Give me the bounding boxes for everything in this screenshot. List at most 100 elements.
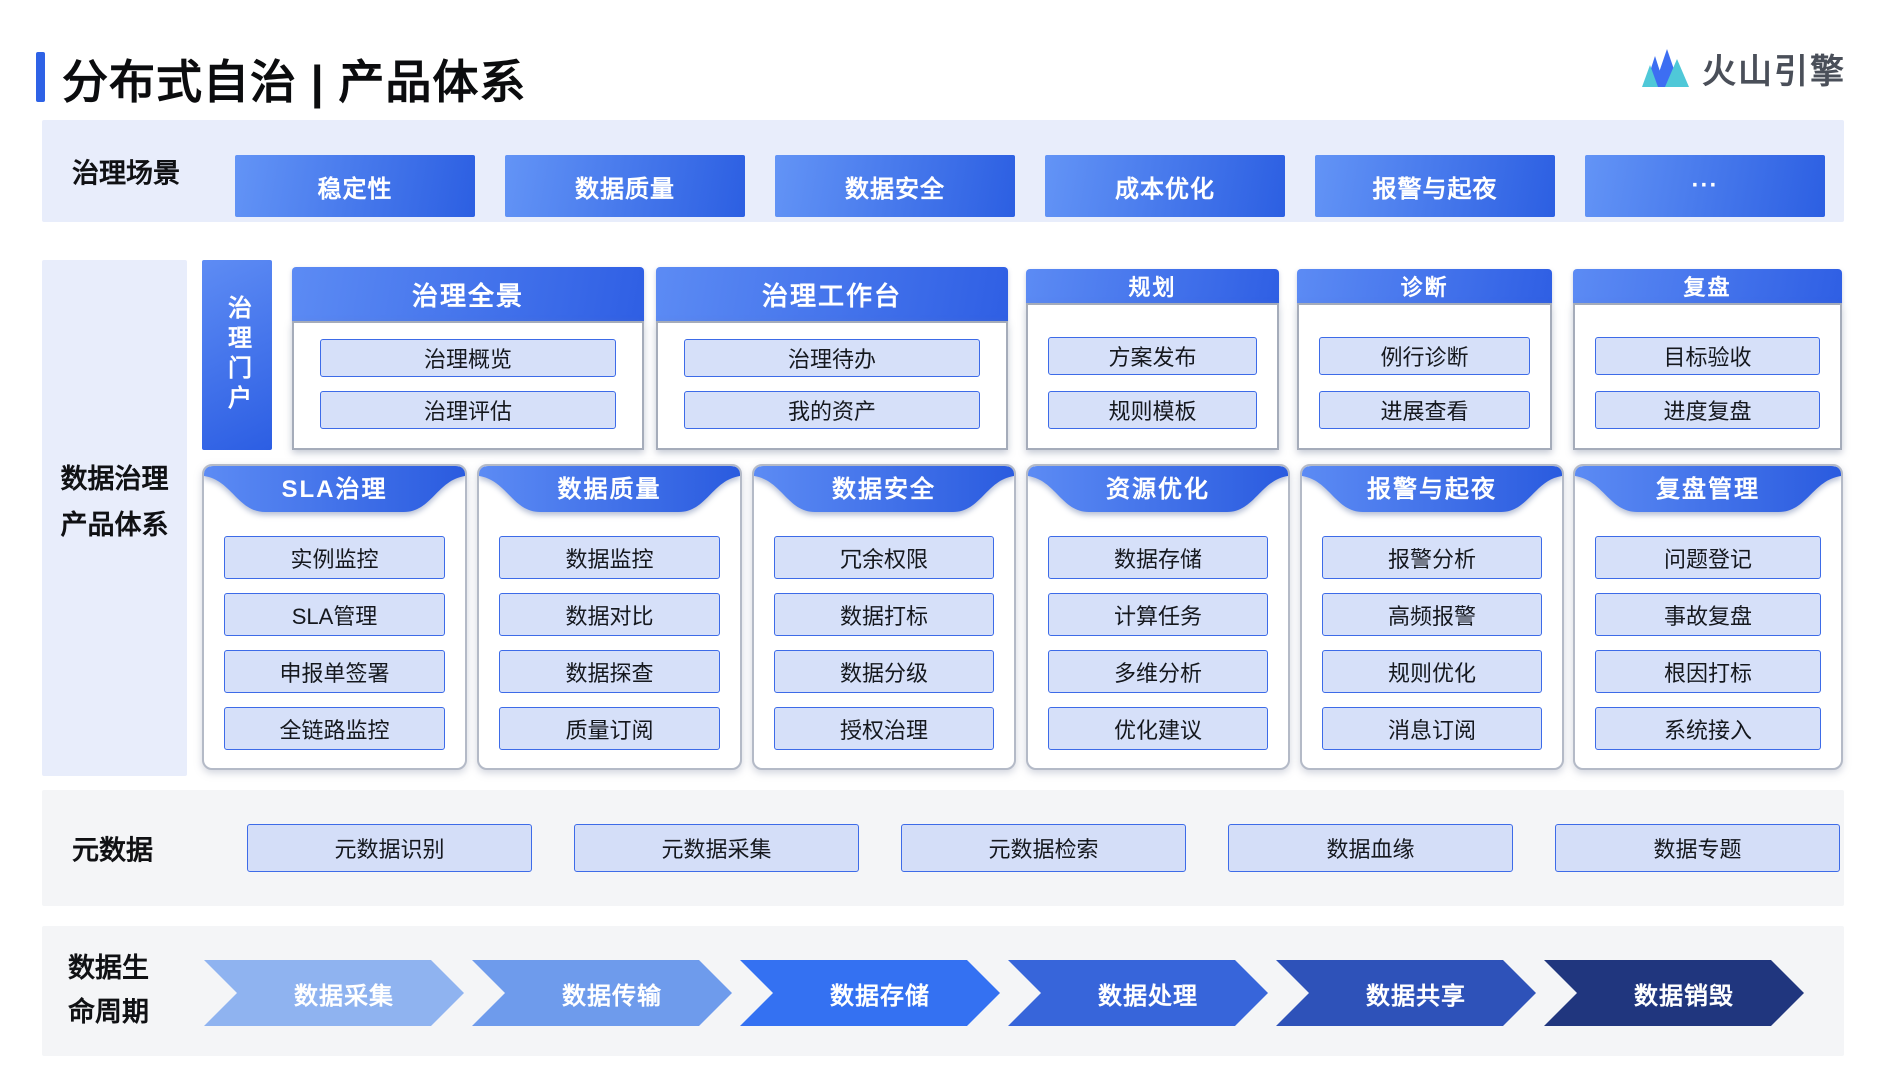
card-item[interactable]: 根因打标 [1595, 650, 1821, 693]
metadata-item[interactable]: 元数据检索 [901, 824, 1186, 872]
card-title: 资源优化 [1106, 475, 1210, 503]
card-item[interactable]: 数据探查 [499, 650, 720, 693]
card-sla-governance: SLA治理 实例监控 SLA管理 申报单签署 全链路监控 [202, 464, 467, 770]
card-item[interactable]: 数据存储 [1048, 536, 1268, 579]
panel-item[interactable]: 规则模板 [1048, 391, 1257, 429]
scenario-button-data-quality[interactable]: 数据质量 [505, 155, 745, 217]
panel-title: 复盘 [1573, 269, 1842, 303]
panel-item[interactable]: 进度复盘 [1595, 391, 1820, 429]
ribbon-shape [754, 466, 1014, 512]
lifecycle-section-label: 数据生 命周期 [68, 953, 149, 1027]
panel-diagnosis: 诊断 例行诊断 进展查看 [1297, 269, 1552, 450]
card-item[interactable]: 质量订阅 [499, 707, 720, 750]
panel-title: 治理工作台 [656, 267, 1008, 321]
panel-body: 例行诊断 进展查看 [1297, 303, 1552, 450]
card-item[interactable]: 冗余权限 [774, 536, 994, 579]
card-item[interactable]: 申报单签署 [224, 650, 445, 693]
panel-item[interactable]: 我的资产 [684, 391, 980, 429]
metadata-item[interactable]: 数据专题 [1555, 824, 1840, 872]
card-item[interactable]: 系统接入 [1595, 707, 1821, 750]
panel-item[interactable]: 治理概览 [320, 339, 616, 377]
panel-item[interactable]: 治理评估 [320, 391, 616, 429]
lifecycle-stage-transfer: 数据传输 [472, 960, 732, 1026]
card-item[interactable]: 报警分析 [1322, 536, 1542, 579]
panel-item[interactable]: 进展查看 [1319, 391, 1530, 429]
card-title: 报警与起夜 [1367, 475, 1497, 503]
lifecycle-stage-storage: 数据存储 [740, 960, 1000, 1026]
card-body: 报警分析 高频报警 规则优化 消息订阅 [1302, 512, 1562, 750]
panel-body: 治理概览 治理评估 [292, 321, 644, 450]
card-item[interactable]: 事故复盘 [1595, 593, 1821, 636]
scenario-button-stability[interactable]: 稳定性 [235, 155, 475, 217]
card-item[interactable]: 授权治理 [774, 707, 994, 750]
panel-governance-workbench: 治理工作台 治理待办 我的资产 [656, 267, 1008, 450]
lifecycle-stage-collection: 数据采集 [204, 960, 464, 1026]
card-title: 复盘管理 [1656, 475, 1760, 503]
card-item[interactable]: 数据分级 [774, 650, 994, 693]
metadata-section: 元数据 元数据识别 元数据采集 元数据检索 数据血缘 数据专题 [42, 790, 1844, 906]
card-item[interactable]: 多维分析 [1048, 650, 1268, 693]
panel-item[interactable]: 方案发布 [1048, 337, 1257, 375]
panel-item[interactable]: 治理待办 [684, 339, 980, 377]
card-item[interactable]: 计算任务 [1048, 593, 1268, 636]
ribbon-shape [479, 466, 740, 512]
governance-sidebar-label: 数据治理 产品体系 [60, 464, 169, 540]
panel-item[interactable]: 目标验收 [1595, 337, 1820, 375]
scenario-button-more[interactable]: ··· [1585, 155, 1825, 217]
card-body: 问题登记 事故复盘 根因打标 系统接入 [1575, 512, 1841, 750]
card-review-management: 复盘管理 问题登记 事故复盘 根因打标 系统接入 [1573, 464, 1843, 770]
lifecycle-stage-processing: 数据处理 [1008, 960, 1268, 1026]
card-item[interactable]: SLA管理 [224, 593, 445, 636]
panel-title: 规划 [1026, 269, 1279, 303]
ribbon-shape [1575, 466, 1841, 512]
card-alerts-oncall: 报警与起夜 报警分析 高频报警 规则优化 消息订阅 [1300, 464, 1564, 770]
card-ribbon: 报警与起夜 [1302, 466, 1562, 512]
card-ribbon: 资源优化 [1028, 466, 1288, 512]
card-data-quality: 数据质量 数据监控 数据对比 数据探查 质量订阅 [477, 464, 742, 770]
governance-sidebar-block: 数据治理 产品体系 [42, 260, 187, 776]
card-item[interactable]: 数据监控 [499, 536, 720, 579]
card-item[interactable]: 高频报警 [1322, 593, 1542, 636]
card-item[interactable]: 问题登记 [1595, 536, 1821, 579]
card-ribbon: 复盘管理 [1575, 466, 1841, 512]
scenario-button-row: 稳定性 数据质量 数据安全 成本优化 报警与起夜 ··· [235, 155, 1825, 217]
logo-text: 火山引擎 [1702, 53, 1846, 91]
card-data-security: 数据安全 冗余权限 数据打标 数据分级 授权治理 [752, 464, 1016, 770]
card-item[interactable]: 全链路监控 [224, 707, 445, 750]
card-body: 实例监控 SLA管理 申报单签署 全链路监控 [204, 512, 465, 750]
card-title: 数据安全 [832, 475, 936, 503]
card-item[interactable]: 消息订阅 [1322, 707, 1542, 750]
card-item[interactable]: 规则优化 [1322, 650, 1542, 693]
panel-body: 方案发布 规则模板 [1026, 303, 1279, 450]
panel-review: 复盘 目标验收 进度复盘 [1573, 269, 1842, 450]
panel-planning: 规划 方案发布 规则模板 [1026, 269, 1279, 450]
scenarios-section-label: 治理场景 [72, 158, 180, 189]
card-item[interactable]: 数据对比 [499, 593, 720, 636]
header: 分布式自治 | 产品体系 火山引擎 [0, 0, 1886, 115]
page-title: 分布式自治 | 产品体系 [62, 56, 527, 108]
metadata-item[interactable]: 元数据采集 [574, 824, 859, 872]
scenario-button-alerts-oncall[interactable]: 报警与起夜 [1315, 155, 1555, 217]
card-ribbon: 数据安全 [754, 466, 1014, 512]
panel-item[interactable]: 例行诊断 [1319, 337, 1530, 375]
ribbon-shape [1028, 466, 1288, 512]
scenario-button-cost-optimization[interactable]: 成本优化 [1045, 155, 1285, 217]
title-accent-bar [36, 52, 45, 102]
metadata-section-label: 元数据 [72, 835, 153, 866]
ribbon-shape [204, 466, 465, 512]
panel-body: 治理待办 我的资产 [656, 321, 1008, 450]
panel-governance-overview: 治理全景 治理概览 治理评估 [292, 267, 644, 450]
card-item[interactable]: 优化建议 [1048, 707, 1268, 750]
card-body: 数据存储 计算任务 多维分析 优化建议 [1028, 512, 1288, 750]
metadata-item[interactable]: 元数据识别 [247, 824, 532, 872]
card-item[interactable]: 数据打标 [774, 593, 994, 636]
metadata-item[interactable]: 数据血缘 [1228, 824, 1513, 872]
card-item[interactable]: 实例监控 [224, 536, 445, 579]
card-ribbon: 数据质量 [479, 466, 740, 512]
panel-body: 目标验收 进度复盘 [1573, 303, 1842, 450]
scenario-button-data-security[interactable]: 数据安全 [775, 155, 1015, 217]
data-lifecycle-section: 数据生 命周期 数据采集 数据传输 数据存储 数据处理 数据共享 数据销毁 [42, 926, 1844, 1056]
lifecycle-stage-destruction: 数据销毁 [1544, 960, 1804, 1026]
card-resource-optimization: 资源优化 数据存储 计算任务 多维分析 优化建议 [1026, 464, 1290, 770]
